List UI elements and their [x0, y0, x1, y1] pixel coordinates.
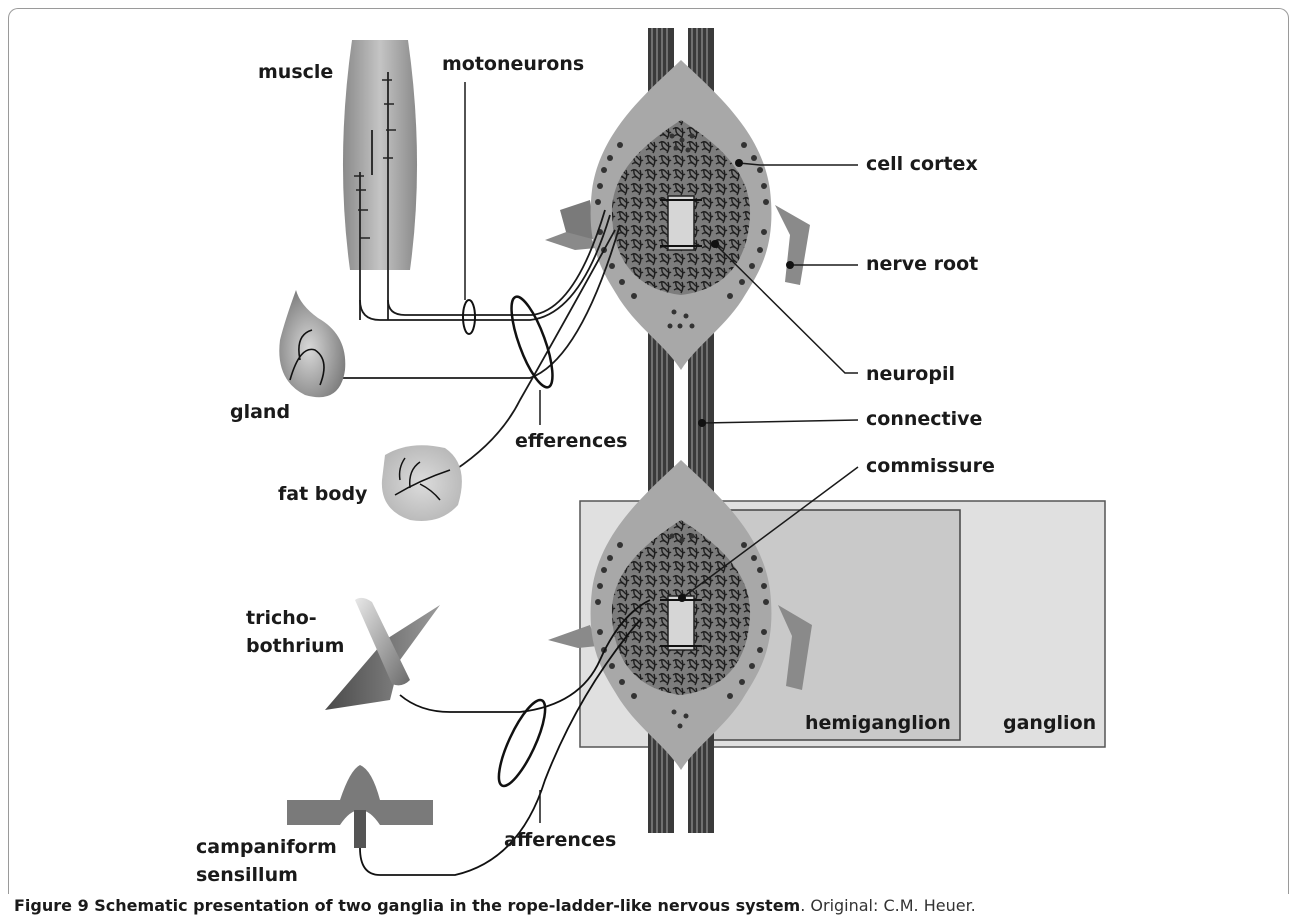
label-afferences: afferences: [504, 829, 616, 851]
label-campaniform: campaniform: [196, 836, 337, 858]
fat-body-shape: [382, 445, 462, 521]
label-connective: connective: [866, 408, 982, 430]
upper-ganglion: [545, 60, 810, 370]
label-bothrium: bothrium: [246, 635, 344, 657]
label-nerve-root: nerve root: [866, 253, 978, 275]
label-motoneurons: motoneurons: [442, 53, 584, 75]
trichobothrium-shape: [325, 598, 520, 712]
label-neuropil: neuropil: [866, 363, 955, 385]
label-ganglion: ganglion: [1003, 712, 1096, 734]
label-efferences: efferences: [515, 430, 627, 452]
muscle-shape: [343, 40, 417, 320]
label-commissure: commissure: [866, 455, 995, 477]
nervous-system-diagram: muscle motoneurons cell cortex nerve roo…: [0, 0, 1290, 895]
label-sensillum: sensillum: [196, 864, 298, 886]
gland-shape: [279, 290, 345, 397]
label-hemiganglion: hemiganglion: [805, 712, 951, 734]
label-muscle: muscle: [258, 61, 333, 83]
label-cell-cortex: cell cortex: [866, 153, 978, 175]
motoneurons-ring: [463, 300, 475, 334]
label-fat-body: fat body: [278, 483, 368, 505]
caption-credit: . Original: C.M. Heuer.: [800, 896, 976, 915]
caption-title: Figure 9 Schematic presentation of two g…: [14, 896, 800, 915]
figure-caption: Figure 9 Schematic presentation of two g…: [14, 896, 1284, 915]
label-tricho: tricho-: [246, 607, 317, 629]
afferences-ring: [490, 695, 553, 791]
label-gland: gland: [230, 401, 290, 423]
